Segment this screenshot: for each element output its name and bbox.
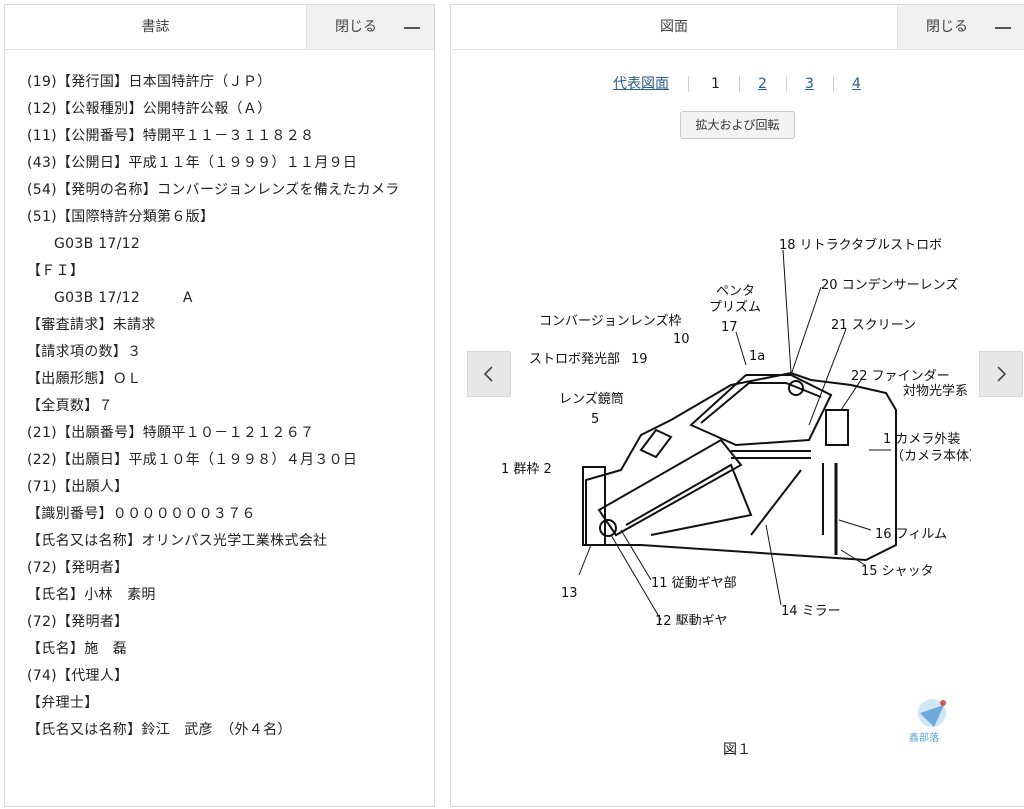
biblio-line: (72)【発明者】	[27, 614, 129, 630]
label-penta2: プリズム	[709, 299, 761, 315]
close-button[interactable]: 閉じる	[306, 5, 434, 49]
label-13: 13	[561, 586, 578, 601]
watermark-logo	[918, 699, 946, 727]
zoom-rotate-button[interactable]: 拡大および回転	[680, 111, 795, 139]
close-button[interactable]: 閉じる	[897, 5, 1024, 49]
biblio-line: 【氏名】小林 素明	[27, 587, 156, 603]
divider	[786, 76, 787, 92]
biblio-line: G03B 17/12	[54, 236, 141, 252]
label-lens: レンズ鏡筒	[559, 391, 624, 407]
divider	[739, 76, 740, 92]
chevron-right-icon	[997, 366, 1007, 382]
patent-drawing: 18 リトラクタブルストロボ 20 コンデンサーレンズ ペンタ プリズム 17 …	[501, 237, 971, 625]
biblio-line: (74)【代理人】	[27, 668, 129, 684]
label-16: 16 フィルム	[875, 527, 947, 542]
biblio-line: 【審査請求】未請求	[27, 317, 156, 333]
close-label: 閉じる	[926, 19, 968, 35]
page-3-link[interactable]: 3	[805, 76, 814, 92]
label-15: 15 シャッタ	[861, 564, 934, 579]
divider	[833, 76, 834, 92]
camera-outline	[582, 371, 897, 562]
drawings-panel: 図面 閉じる 代表図面 1 2 3 4 拡大および回転	[450, 4, 1024, 807]
label-1a: 1a	[749, 349, 765, 364]
biblio-line: (22)【出願日】平成１０年（１９９８）４月３０日	[27, 452, 358, 468]
label-22b: 対物光学系	[903, 383, 968, 399]
watermark-text: 鑫部落	[909, 733, 939, 744]
close-label: 閉じる	[335, 19, 377, 35]
label-10: 10	[673, 332, 690, 347]
bibliography-panel: 書誌 閉じる (19)【発行国】日本国特許庁（ＪＰ） (12)【公報種別】公開特…	[4, 4, 435, 807]
bibliography-list: (19)【発行国】日本国特許庁（ＪＰ） (12)【公報種別】公開特許公報（Ａ） …	[27, 69, 419, 744]
minus-icon	[404, 27, 420, 29]
label-2: 1 群枠 2	[501, 462, 552, 477]
bibliography-header: 書誌 閉じる	[5, 5, 434, 50]
biblio-line: G03B 17/12 A	[54, 290, 193, 306]
label-19: 19	[631, 352, 648, 367]
leader-lines	[578, 249, 891, 621]
biblio-line: (43)【公開日】平成１１年（１９９９）１１月９日	[27, 155, 358, 171]
label-penta1: ペンタ	[716, 284, 755, 299]
biblio-line: (21)【出願番号】特願平１０－１２１２６７	[27, 425, 315, 441]
label-strobe: ストロボ発光部	[529, 352, 620, 367]
divider	[688, 76, 689, 92]
page-1[interactable]: 1	[711, 76, 720, 92]
biblio-line: (11)【公開番号】特開平１１－３１１８２８	[27, 128, 315, 144]
biblio-line: (71)【出願人】	[27, 479, 129, 495]
biblio-line: (12)【公報種別】公開特許公報（Ａ）	[27, 101, 272, 117]
label-5: 5	[591, 412, 599, 427]
representative-figure-link[interactable]: 代表図面	[613, 76, 669, 92]
page-2-link[interactable]: 2	[758, 76, 767, 92]
biblio-line: 【氏名】施 磊	[27, 641, 128, 657]
label-22: 22 ファインダー	[851, 369, 950, 384]
biblio-line: 【氏名又は名称】オリンパス光学工業株式会社	[27, 533, 328, 549]
label-21: 21 スクリーン	[831, 318, 916, 333]
biblio-line: 【識別番号】０００００００３７６	[27, 506, 256, 522]
biblio-line: 【ＦＩ】	[27, 263, 85, 279]
biblio-line: (54)【発明の名称】コンバージョンレンズを備えたカメラ	[27, 182, 400, 198]
label-conversion: コンバージョンレンズ枠	[539, 313, 681, 329]
biblio-line: 【全頁数】７	[27, 398, 113, 414]
biblio-line: 【氏名又は名称】鈴江 武彦 （外４名）	[27, 722, 292, 738]
page-4-link[interactable]: 4	[852, 76, 861, 92]
drawings-header: 図面 閉じる	[451, 5, 1024, 50]
label-1: 1 カメラ外装	[883, 432, 960, 447]
biblio-line: (51)【国際特許分類第６版】	[27, 209, 215, 225]
prev-figure-button[interactable]	[467, 351, 511, 397]
biblio-line: 【請求項の数】３	[27, 344, 142, 360]
biblio-line: 【出願形態】ＯＬ	[27, 371, 142, 387]
label-1b: （カメラ本体）	[891, 449, 971, 464]
label-14: 14 ミラー	[781, 604, 841, 619]
panel-title: 書誌	[141, 19, 170, 35]
next-figure-button[interactable]	[979, 351, 1023, 397]
biblio-line: (72)【発明者】	[27, 560, 129, 576]
label-18: 18 リトラクタブルストロボ	[779, 237, 942, 253]
label-11: 11 従動ギヤ部	[651, 576, 737, 591]
minus-icon	[995, 27, 1011, 29]
figure-caption: 図１	[723, 742, 751, 758]
biblio-line: (19)【発行国】日本国特許庁（ＪＰ）	[27, 74, 272, 90]
chevron-left-icon	[483, 366, 493, 382]
panel-title: 図面	[660, 19, 688, 35]
biblio-line: 【弁理士】	[27, 695, 99, 711]
label-12: 12 駆動ギヤ	[655, 614, 728, 625]
label-20: 20 コンデンサーレンズ	[821, 277, 958, 293]
label-17: 17	[721, 320, 738, 335]
